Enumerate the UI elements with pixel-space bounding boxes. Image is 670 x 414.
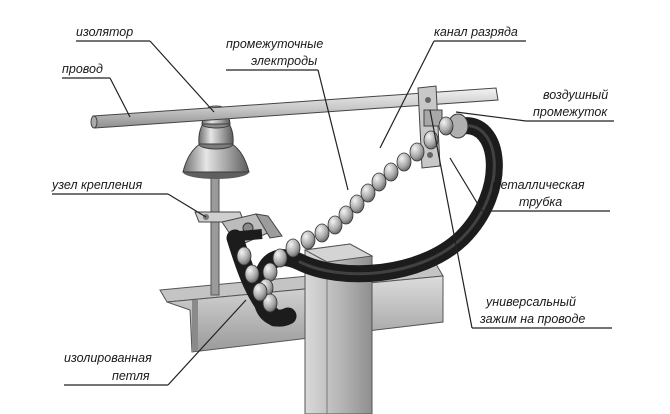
pole: [303, 243, 374, 414]
intermediate-electrodes: [236, 116, 454, 313]
label-discharge-channel: канал разряда: [379, 25, 526, 149]
label-air-gap: воздушный промежуток: [455, 88, 614, 122]
svg-text:изолятор: изолятор: [76, 25, 133, 39]
label-mount-node: узел крепления: [51, 178, 207, 218]
svg-text:трубка: трубка: [519, 195, 562, 209]
svg-text:промежуток: промежуток: [533, 105, 608, 119]
label-universal-clamp: универсальный зажим на проводе: [429, 109, 612, 329]
label-intermediate-electrodes: промежуточные электроды: [226, 37, 349, 191]
svg-text:канал разряда: канал разряда: [434, 25, 518, 39]
svg-text:узел крепления: узел крепления: [51, 178, 142, 192]
svg-text:универсальный: универсальный: [485, 295, 576, 309]
label-metal-tube: металлическая трубка: [449, 157, 610, 212]
svg-text:изолированная: изолированная: [64, 351, 152, 365]
svg-text:металлическая: металлическая: [492, 178, 585, 192]
svg-text:промежуточные: промежуточные: [226, 37, 323, 51]
insulator-pin: [210, 174, 220, 296]
svg-text:воздушный: воздушный: [543, 88, 608, 102]
label-insulated-loop: изолированная петля: [64, 299, 247, 386]
svg-text:электроды: электроды: [251, 54, 317, 68]
overhead-wire: [90, 87, 499, 129]
label-wire: провод: [62, 62, 131, 118]
svg-text:зажим на проводе: зажим на проводе: [479, 312, 585, 326]
label-insulator: изолятор: [76, 25, 215, 113]
svg-text:провод: провод: [62, 62, 103, 76]
svg-text:петля: петля: [112, 369, 150, 383]
